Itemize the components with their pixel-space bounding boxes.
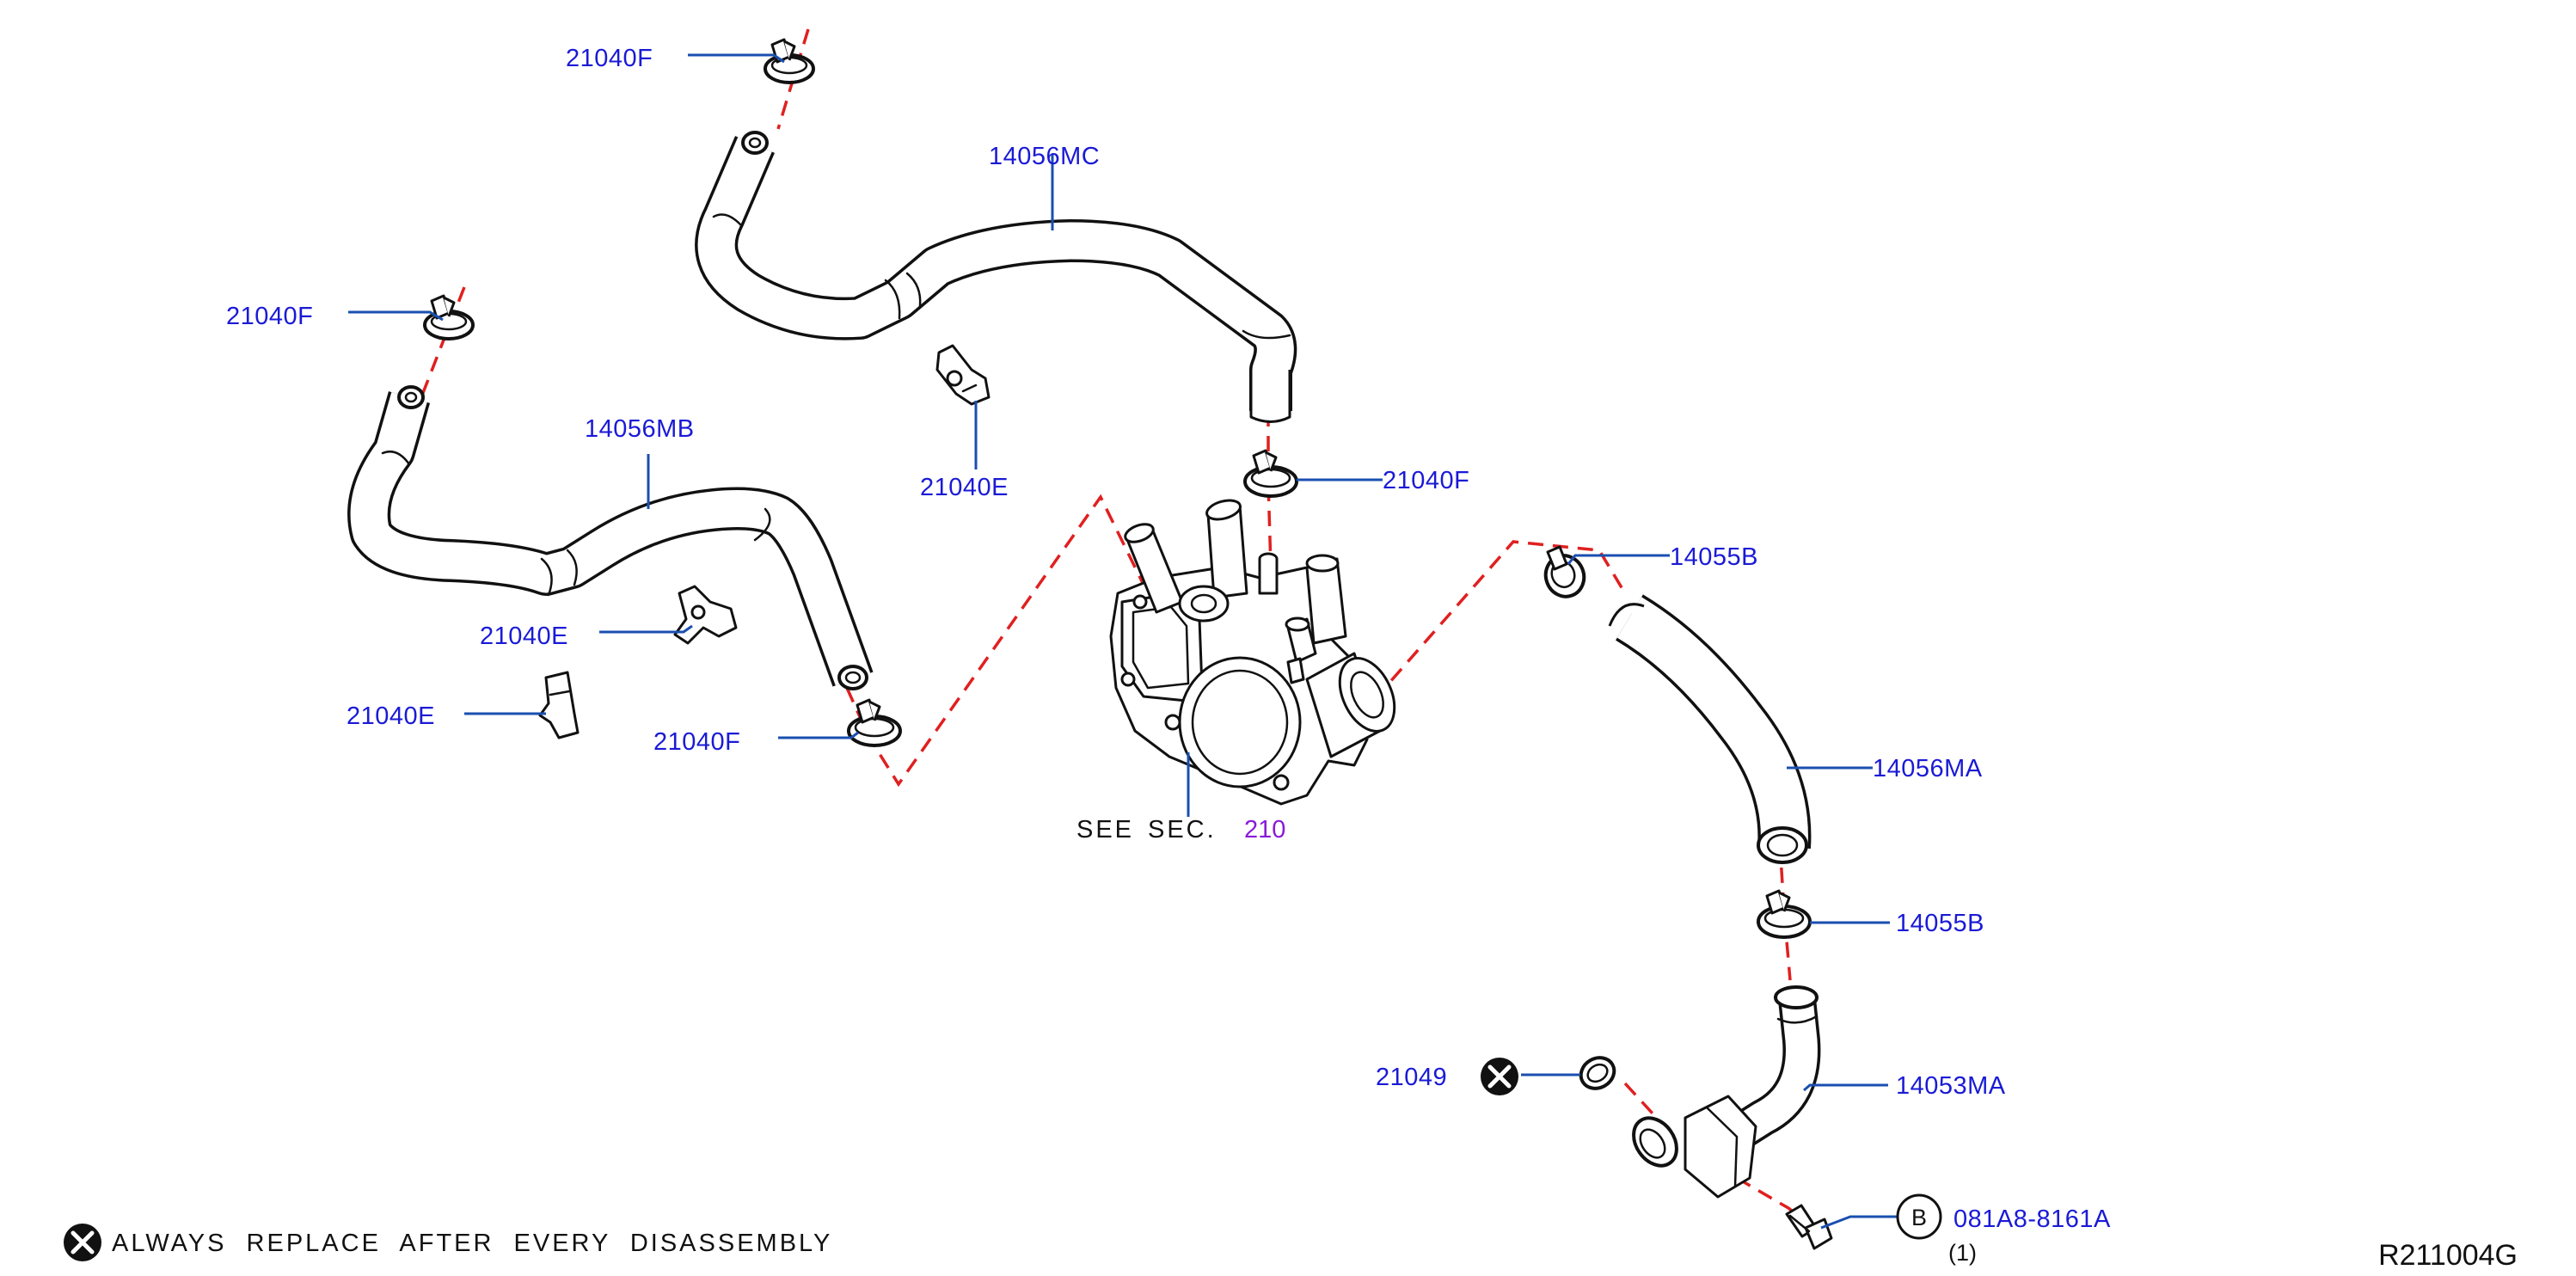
callout-21040e-mid: 21040E [920, 474, 1009, 501]
hose-14056mc [695, 131, 1297, 423]
leader-lines [348, 53, 1898, 1230]
clamp-14055b-top [1543, 545, 1586, 598]
clamp-21040f-left [423, 294, 475, 340]
hose-14056mb [347, 385, 874, 690]
callout-21049: 21049 [1376, 1064, 1447, 1091]
oring-21049 [1579, 1056, 1616, 1090]
callout-labels: 21040F 14056MC 21040F 14056MB 21040E 210… [226, 45, 2111, 1266]
callout-14055b-top: 14055B [1670, 543, 1758, 571]
callout-bolt-part-number: 081A8-8161A [1953, 1205, 2111, 1233]
callout-21040f-top: 21040F [566, 45, 653, 72]
callout-14056mc: 14056MC [989, 143, 1100, 170]
bolt-marker-letter: B [1911, 1205, 1927, 1230]
sec-text: SEC. [1148, 816, 1217, 844]
section-reference: SEE SEC. 210 [1076, 816, 1285, 844]
legend-text: ALWAYS REPLACE AFTER EVERY DISASSEMBLY [112, 1230, 832, 1257]
x-circle-icon [1481, 1058, 1518, 1095]
legend-x-circle-icon [64, 1224, 101, 1261]
callout-14056ma: 14056MA [1873, 755, 1983, 782]
thermostat-housing [1109, 499, 1396, 806]
callout-bolt-quantity: (1) [1948, 1240, 1977, 1266]
hose-14056ma [1608, 594, 1812, 864]
diagram-id: R211004G [2378, 1239, 2518, 1272]
bolt-marker: B [1896, 1193, 1942, 1240]
callout-21040e-left2: 21040E [347, 702, 435, 730]
section-number-link[interactable]: 210 [1244, 816, 1285, 844]
callout-14055b-lower: 14055B [1896, 910, 1984, 937]
callout-14053ma: 14053MA [1896, 1072, 2006, 1100]
callout-21040e-left1: 21040E [480, 623, 568, 650]
clamp-21040f-top [764, 38, 815, 84]
clip-21040e-mid [673, 585, 738, 645]
callout-21040f-center: 21040F [1383, 467, 1469, 494]
see-text: SEE [1076, 816, 1134, 844]
callout-14056mb: 14056MB [585, 415, 695, 443]
clip-21040e-upper [935, 344, 991, 406]
pipe-14053ma [1632, 985, 1821, 1199]
clamp-21040f-lower [847, 698, 902, 747]
clamp-21040f-center [1243, 449, 1298, 498]
clamp-14055b-lower [1757, 889, 1812, 939]
callout-21040f-lower: 21040F [653, 728, 740, 756]
clip-21040e-left [538, 671, 580, 739]
callout-21040f-left: 21040F [226, 303, 313, 330]
legend: ALWAYS REPLACE AFTER EVERY DISASSEMBLY [64, 1224, 832, 1261]
